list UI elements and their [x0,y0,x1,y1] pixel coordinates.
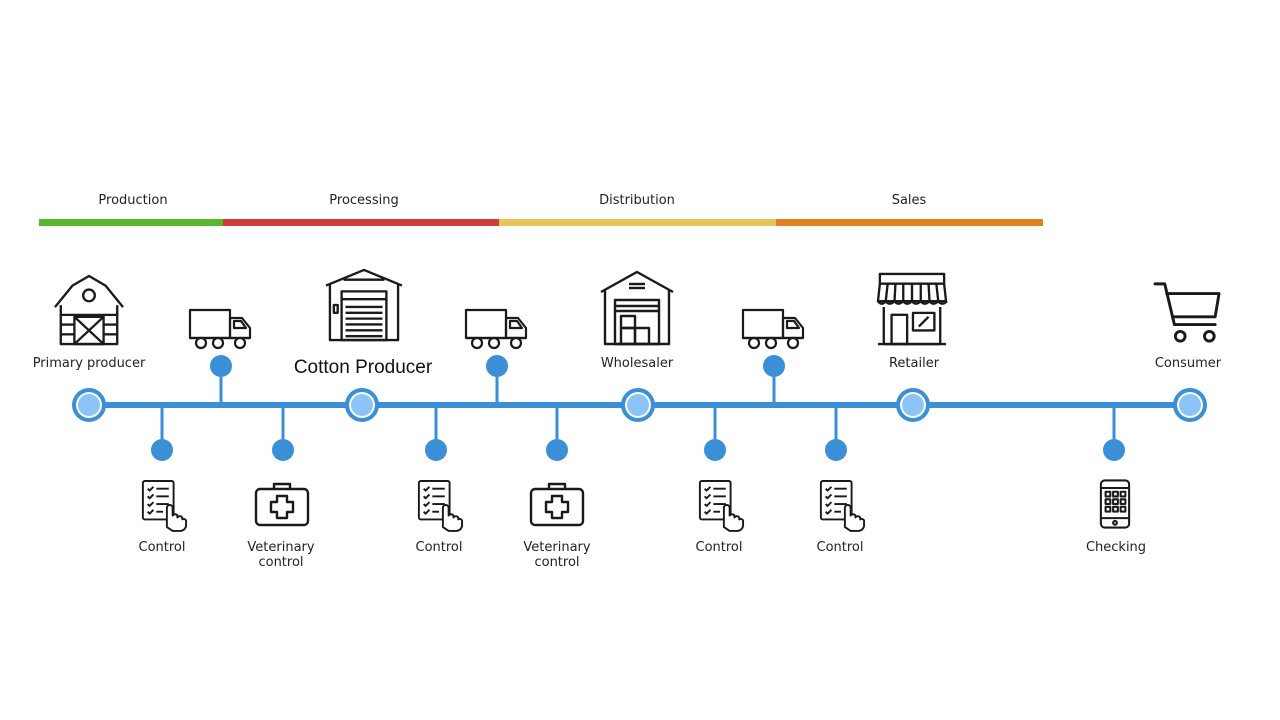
smartphone-icon [1099,478,1131,530]
stage-label-retailer: Retailer [888,356,940,371]
check-dot [1103,439,1125,461]
stage-label-cotton-producer: Cotton Producer [293,357,433,378]
warehouse-icon [599,270,675,346]
phase-label-distribution: Distribution [599,193,675,208]
check-label-control: Control [816,540,864,555]
check-stem [555,406,559,450]
checklist-icon [416,478,464,532]
stage-node-primary-producer [72,388,106,422]
stage-node-consumer [1173,388,1207,422]
checklist-icon [818,478,866,532]
checklist-icon [140,478,188,532]
check-stem [1112,406,1116,450]
transport-stem [219,366,223,404]
checklist-icon [697,478,745,532]
phase-bar-production [39,219,223,226]
first-aid-kit-icon [529,481,585,527]
transport-stem [772,366,776,404]
barn-icon [53,274,125,346]
phase-bar-distribution [499,219,776,226]
stage-label-consumer: Consumer [1154,356,1222,371]
check-dot [425,439,447,461]
factory-icon [324,268,404,342]
check-dot [272,439,294,461]
transport-stem [495,366,499,404]
check-dot [151,439,173,461]
truck-icon [741,308,807,350]
phase-label-production: Production [98,193,168,208]
check-stem [281,406,285,450]
transport-dot [486,355,508,377]
check-stem [834,406,838,450]
check-label-control: Control [695,540,743,555]
phase-label-processing: Processing [329,193,399,208]
first-aid-kit-icon [254,481,310,527]
check-label-control: Control [415,540,463,555]
check-stem [434,406,438,450]
stage-node-cotton-producer [345,388,379,422]
truck-icon [464,308,530,350]
phase-label-sales: Sales [891,193,927,208]
stage-label-primary-producer: Primary producer [32,356,146,371]
shopping-cart-icon [1153,280,1223,344]
check-dot [825,439,847,461]
check-label-control: Control [138,540,186,555]
check-stem [713,406,717,450]
phase-bar-processing [223,219,499,226]
phase-bar-sales [776,219,1043,226]
check-dot [704,439,726,461]
transport-dot [210,355,232,377]
check-stem [160,406,164,450]
stage-node-wholesaler [621,388,655,422]
stage-label-wholesaler: Wholesaler [600,356,674,371]
stage-node-retailer [896,388,930,422]
check-dot [546,439,568,461]
check-label-veterinary-control: Veterinary control [523,540,591,570]
check-label-checking: Checking [1085,540,1147,555]
store-icon [876,272,948,346]
truck-icon [188,308,254,350]
transport-dot [763,355,785,377]
check-label-veterinary-control: Veterinary control [247,540,315,570]
